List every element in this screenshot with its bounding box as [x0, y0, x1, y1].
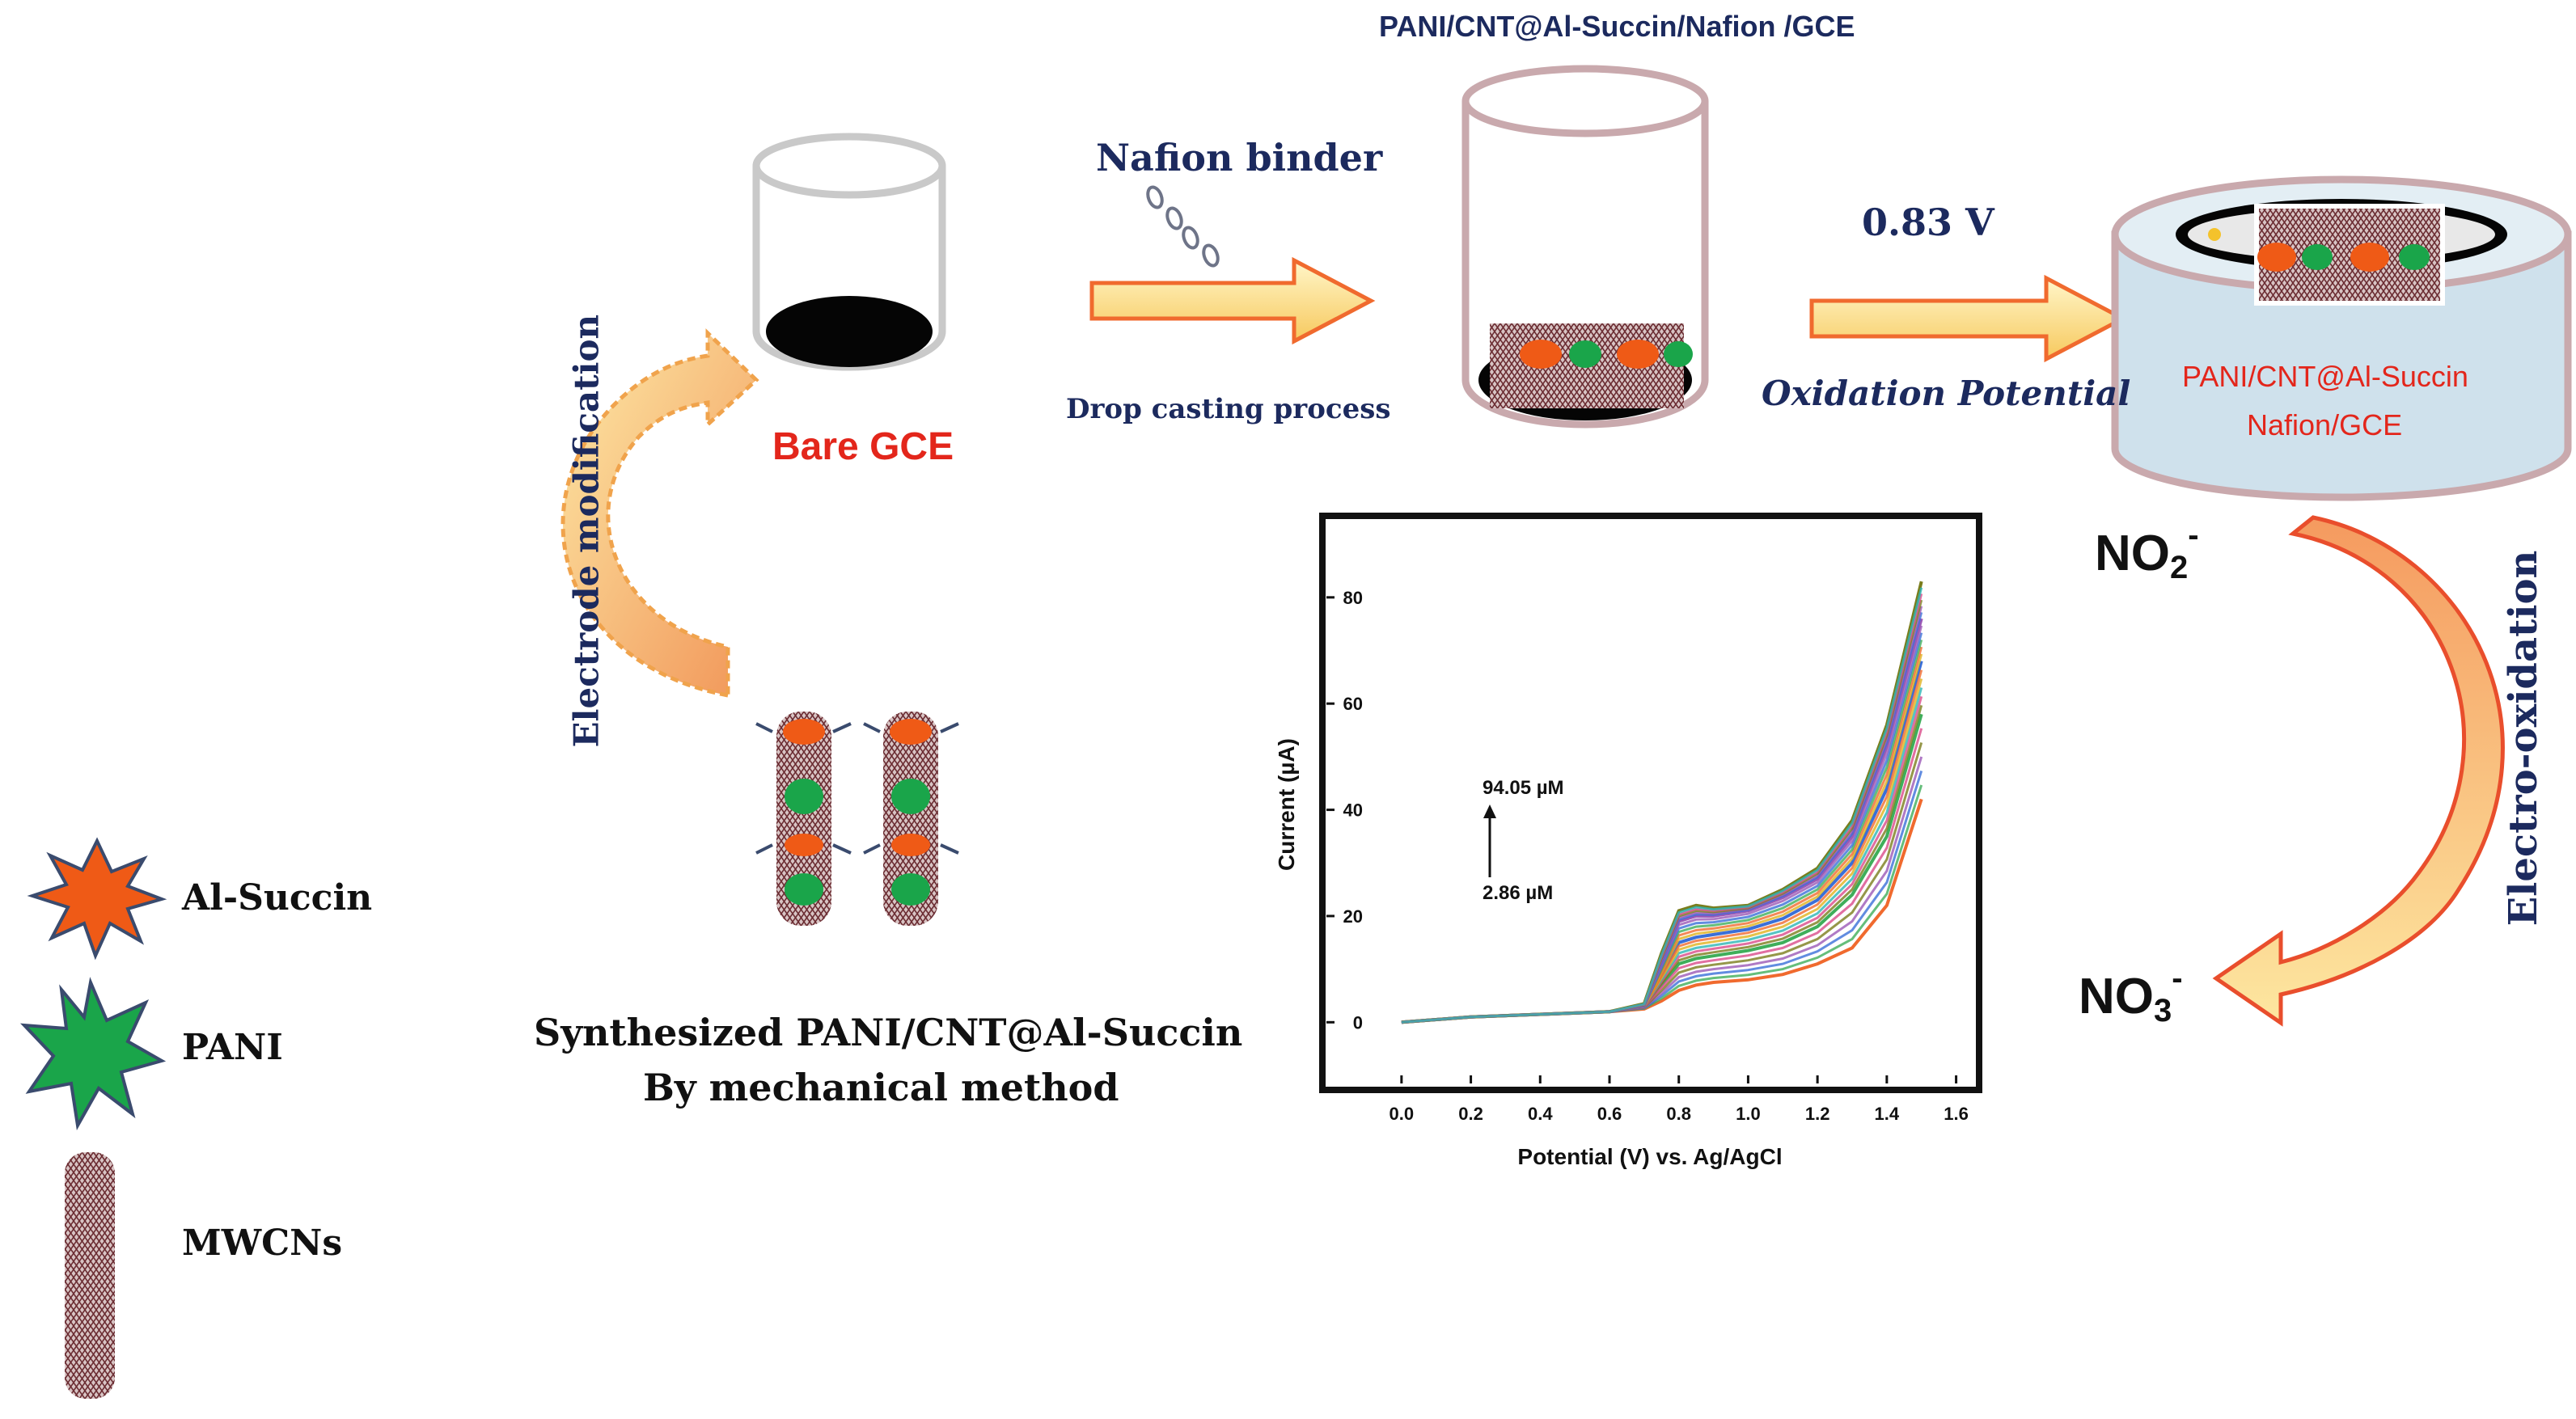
nitrate-base: NO	[2079, 969, 2154, 1024]
drop-casting-label: Drop casting process	[1066, 393, 1391, 425]
arrow-oxidation	[1809, 274, 2128, 363]
x-tick-label: 1.4	[1875, 1104, 1900, 1124]
y-tick-label: 40	[1343, 800, 1363, 821]
y-axis-label: Current (µA)	[1274, 738, 1299, 871]
x-tick-label: 0.6	[1597, 1104, 1622, 1124]
electro-oxidation-label: Electro-oxidation	[2501, 550, 2546, 927]
final-electrode	[2111, 175, 2572, 501]
x-axis-label: Potential (V) vs. Ag/AgCl	[1517, 1144, 1782, 1169]
potential-value-label: 0.83 V	[1862, 201, 1994, 244]
electrode-modification-label: Electrode modification	[566, 314, 607, 748]
legend-mwcns: MWCNs	[182, 1223, 343, 1264]
x-tick-label: 1.2	[1805, 1104, 1830, 1124]
annotation-arrowhead	[1483, 805, 1496, 818]
arrow-drop-casting	[1089, 256, 1376, 345]
chart-axes: 0.0 0.2 0.4 0.6 0.8 1.0 1.2 1.4 1.6 0 20 40 60 80Pote…	[1274, 588, 1969, 1169]
curved-arrow-oxidation	[2212, 515, 2505, 1027]
x-tick-label: 0.8	[1666, 1104, 1691, 1124]
x-tick-label: 1.0	[1736, 1104, 1761, 1124]
cv-chart: 0.0 0.2 0.4 0.6 0.8 1.0 1.2 1.4 1.6 0 20 40 60 80Pote…	[1274, 513, 1982, 1169]
mwcns-legend-icon	[65, 1152, 115, 1399]
chart-lines	[1401, 581, 1923, 1024]
synthesized-nanotubes	[755, 712, 959, 926]
nitrite-sub: 2	[2170, 550, 2189, 585]
nitrite-ion: NO2-	[2095, 517, 2199, 586]
modified-electrode	[1461, 65, 1709, 429]
modified-electrode-title: PANI/CNT@Al-Succin/Nafion /GCE	[1379, 10, 1855, 43]
y-tick-label: 0	[1353, 1012, 1363, 1033]
nitrite-sup: -	[2188, 517, 2199, 553]
synthesis-line-1: Synthesized PANI/CNT@Al-Succin	[534, 1011, 1243, 1054]
curved-arrow-modification	[560, 328, 759, 699]
nitrate-ion: NO3-	[2079, 961, 2183, 1029]
oxidation-potential-label: Oxidation Potential	[1762, 374, 2131, 413]
cv-series-line	[1401, 587, 1923, 1024]
annotation-low: 2.86 µM	[1483, 882, 1553, 904]
annotation-high: 94.05 µM	[1483, 777, 1564, 799]
legend-pani: PANI	[182, 1027, 283, 1068]
y-tick-label: 20	[1343, 906, 1363, 927]
legend-al-succin: Al-Succin	[182, 877, 373, 919]
nitrate-sub: 3	[2154, 993, 2172, 1028]
nafion-binder-label: Nafion binder	[1096, 136, 1383, 179]
al-succin-legend-icon	[27, 837, 167, 961]
bare-gce-electrode	[752, 133, 946, 371]
final-electrode-label-1: PANI/CNT@Al-Succin	[2182, 360, 2468, 393]
bare-gce-label: Bare GCE	[772, 425, 954, 468]
synthesis-line-2: By mechanical method	[643, 1066, 1119, 1109]
nitrate-sup: -	[2172, 961, 2183, 996]
x-tick-label: 0.0	[1390, 1104, 1415, 1124]
pani-legend-icon	[19, 977, 167, 1131]
y-tick-label: 60	[1343, 694, 1363, 714]
nitrite-base: NO	[2095, 526, 2170, 581]
x-tick-label: 0.4	[1528, 1104, 1553, 1124]
nafion-droplets-icon	[1146, 185, 1220, 268]
chart-annotations: 94.05 µM 2.86 µM	[1483, 777, 1564, 904]
y-tick-label: 80	[1343, 588, 1363, 608]
x-tick-label: 0.2	[1458, 1104, 1483, 1124]
final-electrode-label-2: Nafion/GCE	[2247, 408, 2403, 441]
x-tick-label: 1.6	[1944, 1104, 1969, 1124]
